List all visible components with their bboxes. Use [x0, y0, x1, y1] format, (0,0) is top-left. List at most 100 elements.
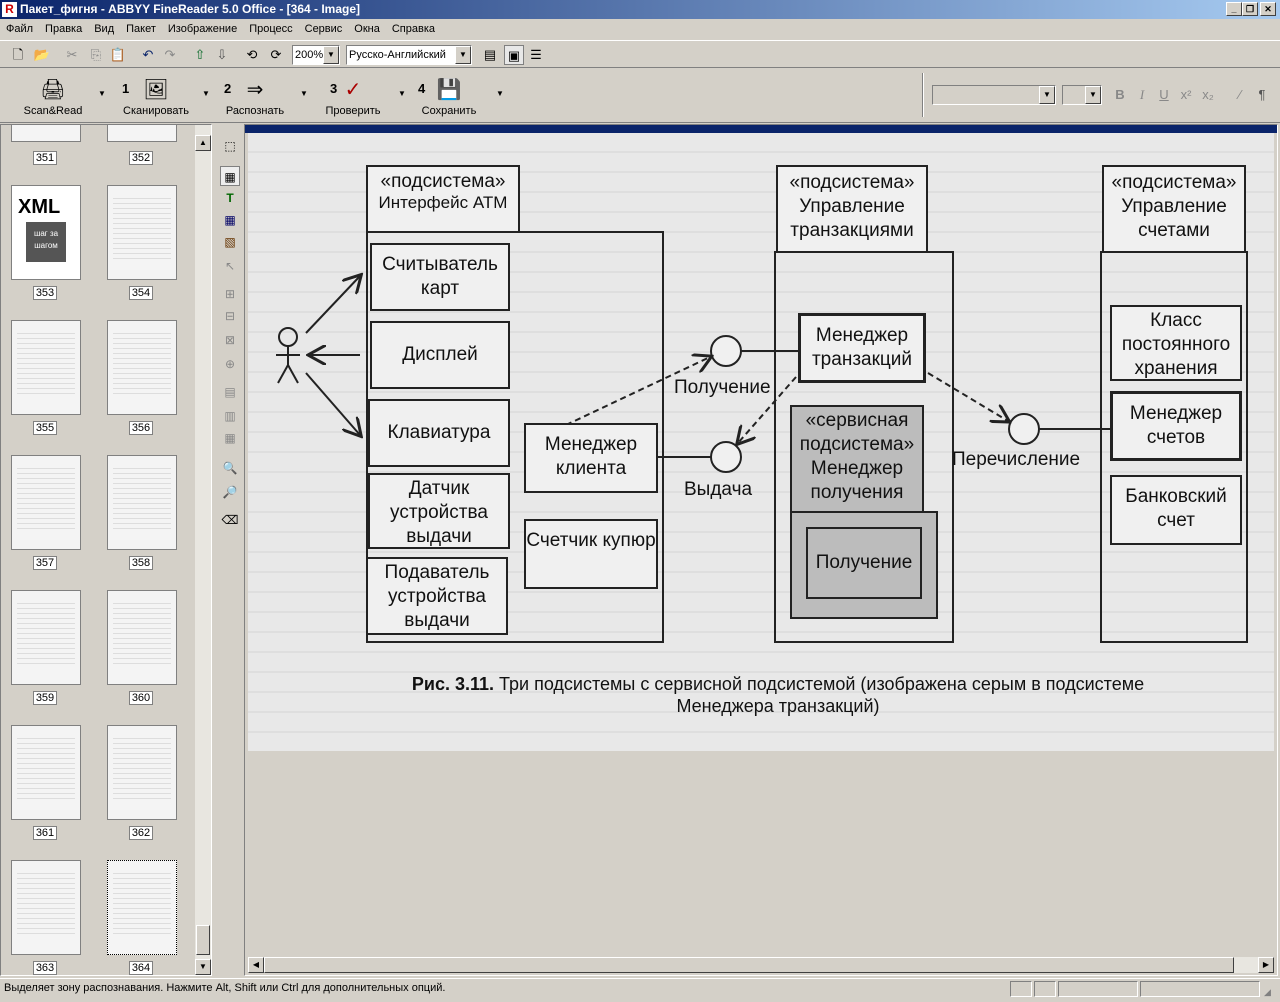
menu-tools[interactable]: Сервис: [304, 23, 343, 35]
redo-icon[interactable]: ↷: [164, 47, 176, 62]
maximize-icon[interactable]: ❐: [1242, 2, 1258, 16]
recognition-area-icon[interactable]: ▦: [220, 166, 240, 186]
image-horizontal-scrollbar[interactable]: ◀ ▶: [248, 957, 1274, 973]
scroll-left-icon[interactable]: ◀: [248, 957, 264, 973]
chevron-down-icon[interactable]: ▼: [323, 46, 339, 64]
underline-button[interactable]: U: [1159, 87, 1169, 102]
cut-icon[interactable]: ✂: [66, 47, 78, 62]
italic-button[interactable]: I: [1139, 87, 1145, 102]
save-label: Сохранить: [421, 105, 477, 117]
scroll-right-icon[interactable]: ▶: [1258, 957, 1274, 973]
picture-zone-icon[interactable]: ▧: [224, 235, 236, 249]
chevron-down-icon[interactable]: ▼: [496, 89, 504, 98]
zoom-in-icon[interactable]: 🔎: [222, 485, 238, 499]
thumbnail[interactable]: [107, 185, 177, 280]
menu-help[interactable]: Справка: [391, 23, 436, 35]
copy-icon[interactable]: ⎘: [90, 47, 102, 62]
open-icon[interactable]: 📂: [33, 47, 51, 62]
scroll-thumb[interactable]: [196, 925, 210, 955]
thumbnail[interactable]: [107, 125, 177, 142]
table-row-icon[interactable]: ▤: [224, 385, 236, 399]
zone-order-icon[interactable]: ⊠: [224, 333, 236, 347]
scan-button[interactable]: 1 🖼 Сканировать: [118, 75, 194, 117]
resize-grip-icon[interactable]: ◢: [1264, 987, 1271, 997]
thumbnail-scrollbar[interactable]: ▲ ▼: [195, 125, 211, 975]
step-number: 3: [330, 81, 338, 96]
text-view-icon[interactable]: ▤: [483, 47, 497, 62]
thumbnail[interactable]: [107, 725, 177, 820]
recognize-button[interactable]: 2 ⇒ Распознать: [220, 75, 290, 117]
pointer-icon[interactable]: ↖: [224, 259, 236, 273]
new-icon[interactable]: 🗋: [12, 47, 24, 62]
prev-page-icon[interactable]: ⇧: [194, 47, 206, 62]
status-panel: [1140, 981, 1260, 997]
zoom-select[interactable]: 200%▼: [292, 45, 340, 65]
subsystem-name: Управление транзакциями: [790, 196, 914, 241]
thumbnail[interactable]: [11, 125, 81, 142]
bold-button[interactable]: B: [1115, 87, 1125, 102]
background-icon[interactable]: ⊕: [224, 357, 236, 371]
chevron-down-icon[interactable]: ▼: [1039, 86, 1055, 104]
table-split-icon[interactable]: ▦: [224, 431, 236, 445]
menu-view[interactable]: Вид: [94, 23, 115, 35]
thumbnail-preview: [113, 329, 171, 394]
save-button[interactable]: 4 💾 Сохранить: [416, 75, 482, 117]
menu-file[interactable]: Файл: [6, 23, 34, 35]
pilcrow-button[interactable]: ¶: [1258, 87, 1266, 102]
next-page-icon[interactable]: ⇩: [216, 47, 228, 62]
superscript-button[interactable]: x²: [1180, 87, 1192, 102]
language-select[interactable]: Русско-Английский▼: [346, 45, 472, 65]
cut-zone-icon[interactable]: ⊟: [224, 309, 236, 323]
scan-read-button[interactable]: 🖨 Scan&Read: [20, 75, 86, 117]
page-view-icon[interactable]: ☰: [530, 47, 542, 62]
zoom-out-icon[interactable]: 🔍: [222, 461, 238, 475]
table-zone-icon[interactable]: ▦: [224, 213, 236, 227]
table-col-icon[interactable]: ▥: [224, 409, 236, 423]
chevron-down-icon[interactable]: ▼: [455, 46, 471, 64]
subscript-button[interactable]: x₂: [1202, 87, 1214, 102]
stereotype-label: «подсистема»: [380, 171, 506, 192]
menu-windows[interactable]: Окна: [354, 23, 380, 35]
menu-process[interactable]: Процесс: [249, 23, 293, 35]
rotate-right-icon[interactable]: ⟳: [270, 47, 282, 62]
thumbnail[interactable]: [107, 590, 177, 685]
chevron-down-icon[interactable]: ▼: [398, 89, 406, 98]
menu-edit[interactable]: Правка: [45, 23, 83, 35]
thumbnail[interactable]: [11, 860, 81, 955]
rotate-left-icon[interactable]: ⟲: [246, 47, 258, 62]
thumbnail[interactable]: [11, 590, 81, 685]
chevron-down-icon[interactable]: ▼: [202, 89, 210, 98]
font-style-icon[interactable]: ⁄: [1238, 87, 1242, 102]
menu-image[interactable]: Изображение: [167, 23, 238, 35]
chevron-down-icon[interactable]: ▼: [1085, 86, 1101, 104]
menu-batch[interactable]: Пакет: [126, 23, 156, 35]
check-button[interactable]: 3 ✓ Проверить: [320, 75, 386, 117]
zone-select-icon[interactable]: ⬚: [224, 139, 236, 153]
font-select[interactable]: ▼: [932, 85, 1056, 105]
thumbnail[interactable]: [107, 455, 177, 550]
thumbnail[interactable]: [107, 320, 177, 415]
undo-icon[interactable]: ↶: [142, 47, 154, 62]
text-zone-icon[interactable]: T: [226, 191, 234, 205]
thumbnail[interactable]: XML шаг за шагом: [11, 185, 81, 280]
scroll-thumb[interactable]: [264, 957, 1234, 973]
scroll-up-icon[interactable]: ▲: [195, 135, 211, 151]
app-icon[interactable]: R: [2, 2, 17, 17]
chevron-down-icon[interactable]: ▼: [300, 89, 308, 98]
scanned-image[interactable]: «подсистема» Интерфейс ATM Считыватель к…: [248, 133, 1274, 751]
paste-icon[interactable]: 📋: [109, 47, 127, 62]
chevron-down-icon[interactable]: ▼: [98, 89, 106, 98]
eraser-icon[interactable]: ⌫: [221, 513, 239, 527]
font-size-select[interactable]: ▼: [1062, 85, 1102, 105]
thumbnail[interactable]: [11, 455, 81, 550]
image-view-icon[interactable]: ▣: [504, 45, 524, 65]
thumbnail[interactable]: [11, 725, 81, 820]
check-label: Проверить: [325, 105, 381, 117]
thumbnail[interactable]: [11, 320, 81, 415]
close-icon[interactable]: ✕: [1260, 2, 1276, 16]
thumbnail-preview: [113, 194, 171, 259]
add-zone-icon[interactable]: ⊞: [224, 287, 236, 301]
scroll-down-icon[interactable]: ▼: [195, 959, 211, 975]
minimize-icon[interactable]: _: [1226, 2, 1242, 16]
thumbnail-selected[interactable]: [107, 860, 177, 955]
